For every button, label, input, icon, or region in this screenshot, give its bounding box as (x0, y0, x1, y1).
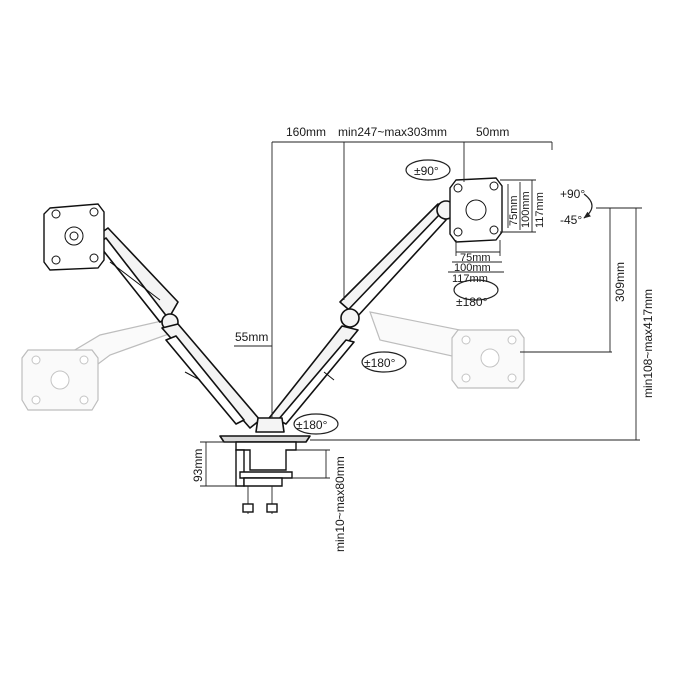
rotate-head-label: ±180° (456, 295, 488, 309)
tilt-down-label: -45° (560, 213, 582, 227)
vesa-v75-label: 75mm (508, 195, 520, 226)
column-offset-label: 55mm (235, 330, 268, 344)
right-vesa-plate (449, 177, 503, 243)
reach-range-label: min247~max303mm (338, 125, 447, 139)
rotation-arrows (293, 159, 593, 435)
clamp-height-label: 93mm (191, 449, 205, 482)
tilt-up-label: +90° (560, 187, 585, 201)
vesa-h117-label: 117mm (452, 273, 488, 285)
left-vesa-plate (43, 203, 105, 271)
rotate-arm-label: ±180° (364, 356, 396, 370)
vesa-h75-label: 75mm (460, 252, 491, 264)
total-height-label: min108~max417mm (641, 289, 655, 398)
reach-left-label: 160mm (286, 125, 326, 139)
desk-thickness-label: min10~max80mm (333, 456, 347, 552)
swivel-head-label: ±90° (414, 164, 439, 178)
vesa-v100-label: 100mm (520, 191, 532, 228)
base-and-clamp (219, 417, 311, 514)
vesa-h100-label: 100mm (454, 262, 491, 274)
dimension-lines (200, 141, 642, 487)
right-arm (265, 200, 456, 429)
rotate-base-label: ±180° (296, 418, 328, 432)
offset-right-label: 50mm (476, 125, 509, 139)
ghost-left-monitor (21, 317, 181, 411)
ghost-right-monitor (369, 311, 525, 389)
vesa-v117-label: 117mm (534, 192, 546, 228)
left-arm (93, 227, 261, 429)
drop-height-label: 309mm (613, 262, 627, 302)
